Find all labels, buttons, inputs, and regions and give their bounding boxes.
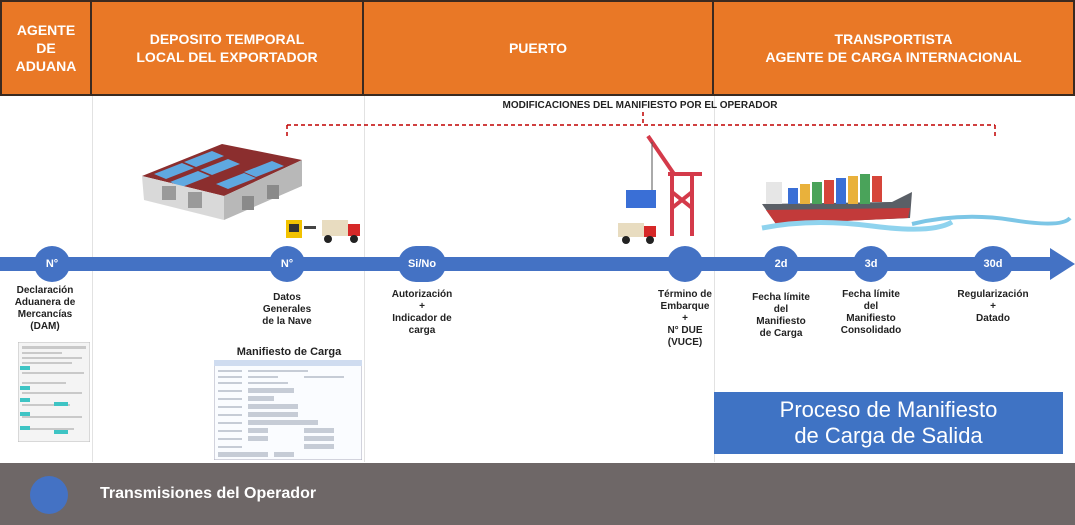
- column-divider: [714, 96, 715, 462]
- step-regularization-label: Regularización + Datado: [957, 289, 1029, 324]
- header-temporary-deposit: DEPOSITO TEMPORAL LOCAL DEL EXPORTADOR: [92, 0, 364, 96]
- timeline-node-30d: 30d: [973, 246, 1013, 282]
- header-customs-agent: AGENTE DE ADUANA: [0, 0, 92, 96]
- step-dam-label: Declaración Aduanera de Mercancías (DAM): [14, 285, 76, 332]
- header-temporary-deposit-label: DEPOSITO TEMPORAL LOCAL DEL EXPORTADOR: [136, 31, 318, 65]
- column-divider: [92, 96, 93, 462]
- timeline-node-shipment-end: [667, 246, 703, 282]
- modifications-label: MODIFICACIONES DEL MANIFIESTO POR EL OPE…: [502, 100, 778, 111]
- step-consolidated-deadline-label: Fecha límite del Manifiesto Consolidado: [840, 289, 902, 336]
- timeline-arrow: [0, 248, 1075, 280]
- truck-icon: [618, 223, 656, 244]
- cargo-ship-illustration: [761, 174, 1072, 232]
- timeline-node-ship-number: N°: [269, 246, 305, 282]
- process-title: Proceso de Manifiesto de Carga de Salida: [779, 397, 998, 448]
- manifest-title: Manifiesto de Carga: [236, 346, 342, 358]
- legend-dot-icon: [30, 476, 68, 514]
- legend-bar: Transmisiones del Operador: [0, 463, 1075, 525]
- timeline-node-dam-number: N°: [34, 246, 70, 282]
- truck-icon: [286, 220, 360, 243]
- crane-illustration: [626, 134, 702, 236]
- step-ship-data-label: Datos Generales de la Nave: [262, 292, 312, 327]
- step-shipment-end-label: Término de Embarque + N° DUE (VUCE): [658, 289, 712, 348]
- dam-document-thumbnail: [18, 342, 90, 442]
- manifest-form-thumbnail: [214, 360, 362, 460]
- header-carrier-label: TRANSPORTISTA AGENTE DE CARGA INTERNACIO…: [765, 31, 1022, 65]
- step-authorization-label: Autorización + Indicador de carga: [391, 289, 453, 336]
- legend-label: Transmisiones del Operador: [100, 485, 317, 502]
- header-customs-agent-label: AGENTE DE ADUANA: [15, 22, 77, 74]
- header-port-label: PUERTO: [508, 40, 568, 56]
- header-port: PUERTO: [364, 0, 714, 96]
- warehouse-illustration: [142, 144, 302, 220]
- timeline-node-2d: 2d: [763, 246, 799, 282]
- process-title-box: Proceso de Manifiesto de Carga de Salida: [714, 392, 1063, 454]
- step-cargo-deadline-label: Fecha límite del Manifiesto de Carga: [752, 292, 810, 339]
- header-carrier: TRANSPORTISTA AGENTE DE CARGA INTERNACIO…: [714, 0, 1075, 96]
- timeline-node-3d: 3d: [853, 246, 889, 282]
- column-divider: [364, 96, 365, 462]
- timeline-node-authorization: Si/No: [398, 246, 446, 282]
